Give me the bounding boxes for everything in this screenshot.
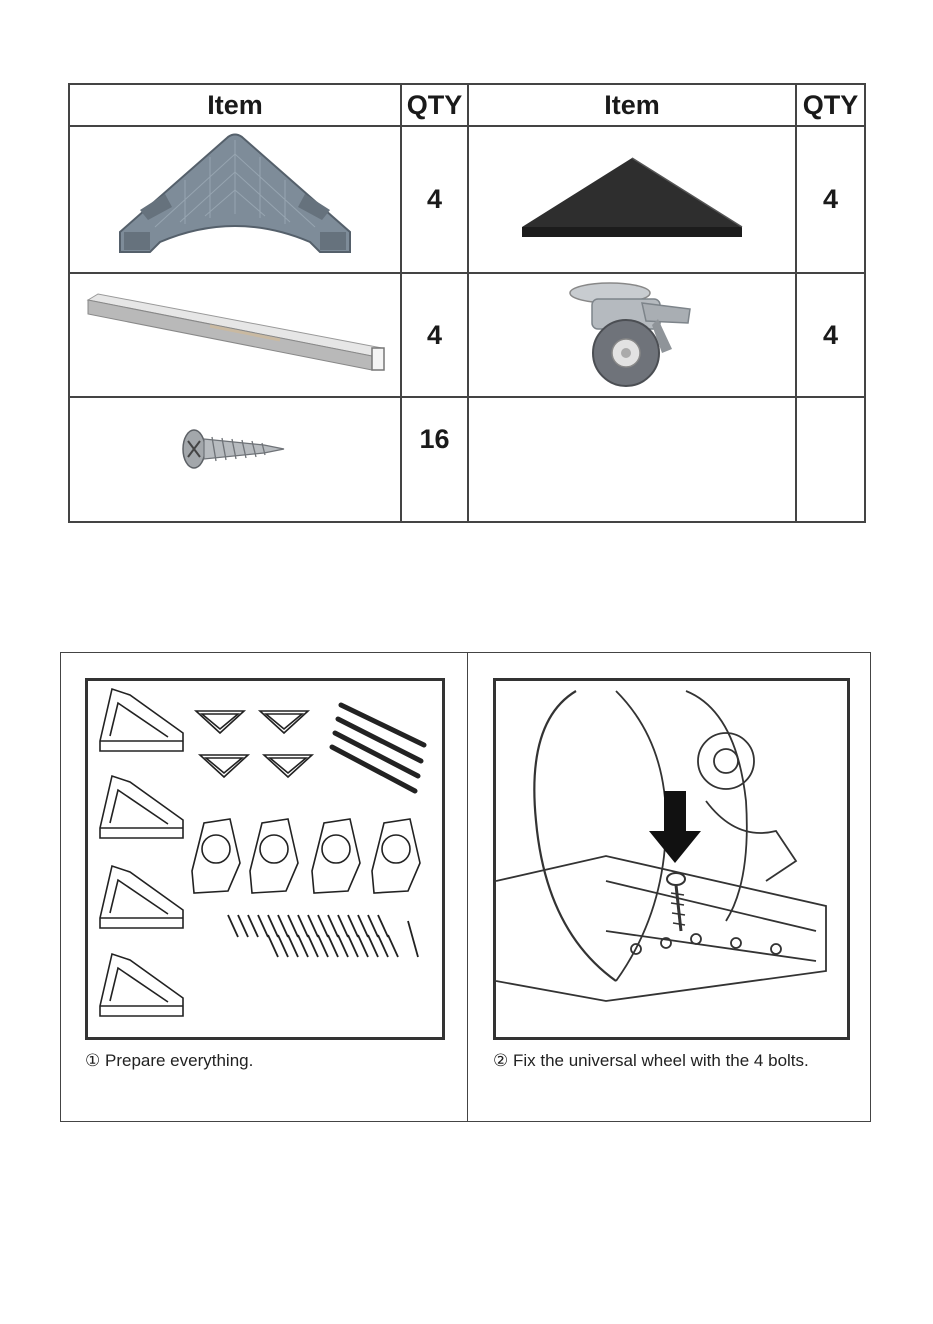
parts-table: Item QTY Item QTY 4 xyxy=(68,83,866,523)
item-cell xyxy=(468,273,796,397)
step-divider xyxy=(467,653,468,1121)
step-1-text: Prepare everything. xyxy=(105,1051,253,1070)
wheel-bolt-illustration xyxy=(496,681,847,1037)
header-item-left: Item xyxy=(69,84,401,126)
square-tube-bar-icon xyxy=(80,290,390,380)
caster-drawings xyxy=(192,819,420,893)
step-1-illustration-frame xyxy=(85,678,445,1040)
item-cell xyxy=(69,397,401,522)
step-2-caption: ② Fix the universal wheel with the 4 bol… xyxy=(493,1051,809,1071)
corner-bracket-icon xyxy=(110,132,360,267)
bar-drawings xyxy=(332,705,424,791)
triangle-drawings xyxy=(196,711,312,777)
assembly-steps: ① Prepare everything. xyxy=(60,652,871,1122)
header-item-right: Item xyxy=(468,84,796,126)
step-2-illustration-frame xyxy=(493,678,850,1040)
step-1-number: ① xyxy=(85,1051,100,1070)
step-2-number: ② xyxy=(493,1051,508,1070)
item-cell xyxy=(69,126,401,273)
triangle-pad-icon xyxy=(517,155,747,245)
step-1-caption: ① Prepare everything. xyxy=(85,1051,253,1071)
bracket-drawings xyxy=(100,689,183,1016)
item-cell xyxy=(69,273,401,397)
table-row: 4 4 xyxy=(69,273,865,397)
item-cell xyxy=(468,126,796,273)
table-row: 16 xyxy=(69,397,865,522)
qty-cell: 4 xyxy=(796,126,865,273)
screw-icon xyxy=(180,424,290,474)
item-cell-empty xyxy=(468,397,796,522)
header-qty-right: QTY xyxy=(796,84,865,126)
step-2-text: Fix the universal wheel with the 4 bolts… xyxy=(513,1051,809,1070)
qty-cell: 4 xyxy=(401,273,468,397)
qty-cell: 16 xyxy=(401,397,468,522)
parts-overview-illustration xyxy=(88,681,442,1037)
qty-cell-empty xyxy=(796,397,865,522)
header-qty-left: QTY xyxy=(401,84,468,126)
qty-cell: 4 xyxy=(401,126,468,273)
table-row: 4 4 xyxy=(69,126,865,273)
qty-cell: 4 xyxy=(796,273,865,397)
caster-wheel-icon xyxy=(562,279,702,391)
parts-table-header: Item QTY Item QTY xyxy=(69,84,865,126)
bolt-drawings xyxy=(228,915,418,957)
